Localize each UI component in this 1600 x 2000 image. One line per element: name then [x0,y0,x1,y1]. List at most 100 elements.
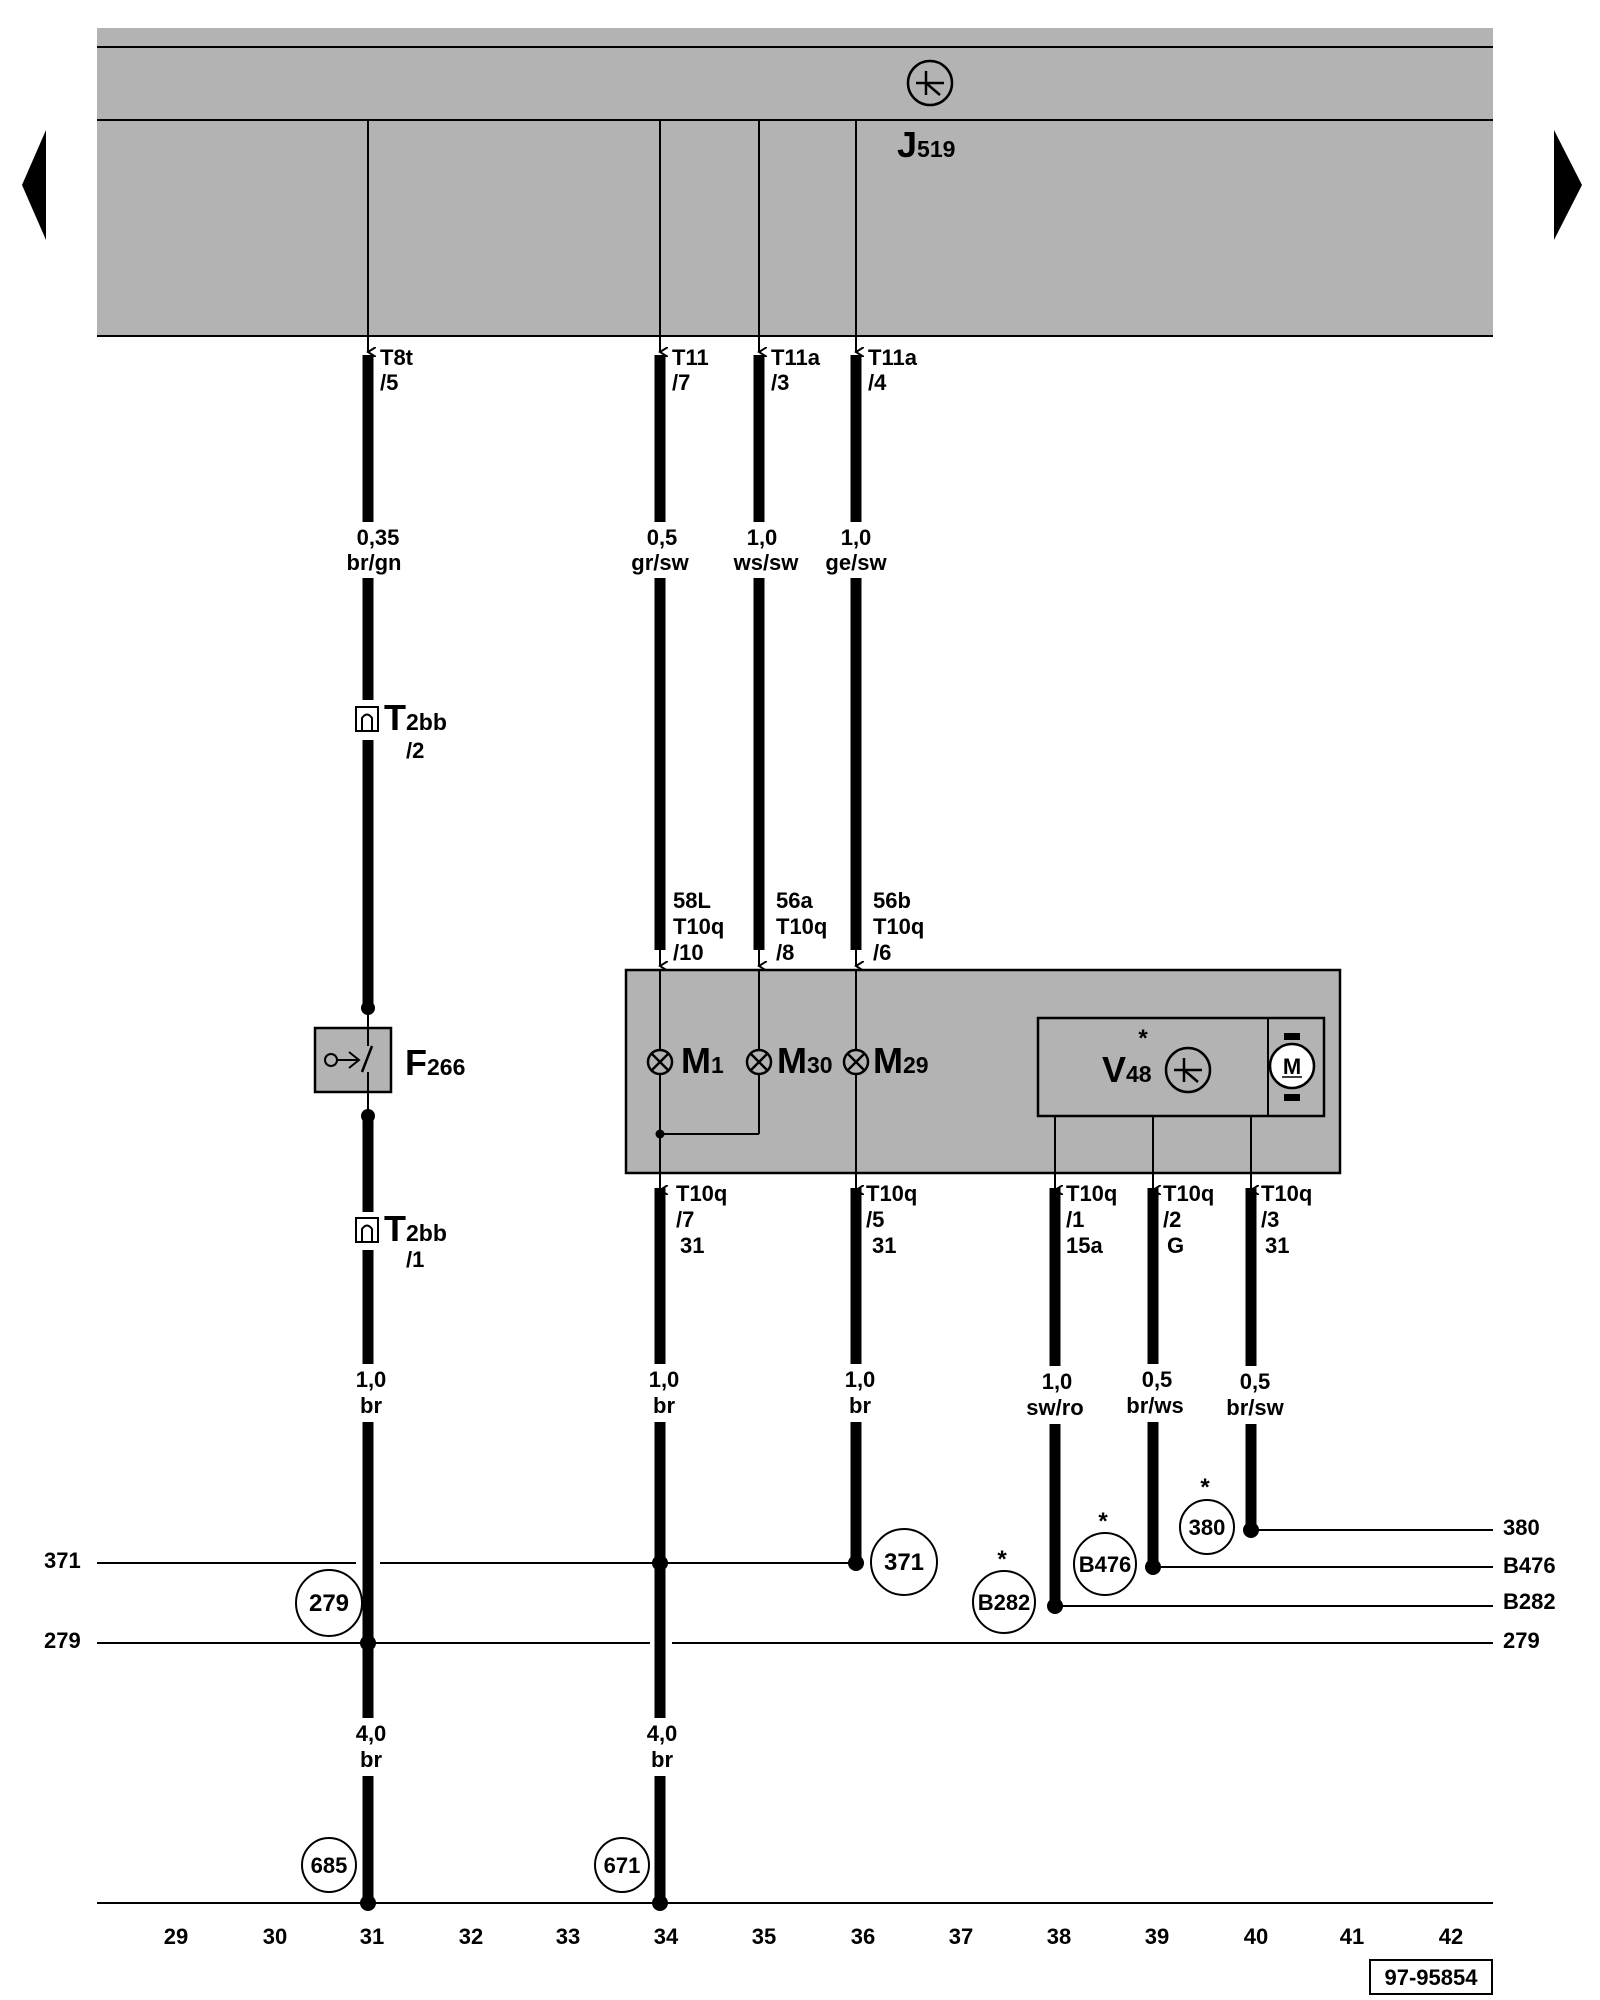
motor-icon: M [1268,1033,1316,1101]
ref-b282-right: B282 [1503,1589,1556,1614]
svg-text:32: 32 [459,1924,483,1949]
svg-text:30: 30 [263,1924,287,1949]
pin-label: T10q [673,914,724,939]
bottom-scale: 29 30 31 32 33 34 35 36 37 38 39 40 41 4… [164,1924,1463,1949]
wire-size: 1,0 [845,1367,876,1392]
svg-text:42: 42 [1439,1924,1463,1949]
svg-text:279: 279 [309,1590,349,1617]
ref-279-right: 279 [1503,1628,1540,1653]
wire-size: 1,0 [747,525,778,550]
wire-color: ge/sw [825,550,887,575]
pin-label: T10q [776,914,827,939]
pin-label: T8t [380,345,414,370]
pin-label: T10q [873,914,924,939]
svg-text:371: 371 [884,1549,924,1576]
ref-371-left: 371 [44,1548,81,1573]
bulb-icon [842,1048,870,1076]
svg-text:/2: /2 [406,738,424,763]
pin-label: /1 [1066,1207,1084,1232]
ref-380-right: 380 [1503,1515,1540,1540]
wire-color: br/ws [1126,1393,1183,1418]
connector-t2bb-lower: T2bb /1 [355,1208,447,1272]
wire-color: br [651,1747,673,1772]
svg-text:40: 40 [1244,1924,1268,1949]
pin-label: T10q [1261,1181,1312,1206]
svg-text:97-95854: 97-95854 [1385,1965,1479,1990]
wire-size: 4,0 [647,1721,678,1746]
pin-label: T10q [1066,1181,1117,1206]
wire-size: 0,5 [1142,1367,1173,1392]
svg-text:*: * [997,1546,1007,1573]
svg-text:41: 41 [1340,1924,1364,1949]
bulb-icon [646,1048,674,1076]
wire-size: 4,0 [356,1721,387,1746]
wire-color: sw/ro [1026,1395,1083,1420]
pin-label: /8 [776,940,794,965]
wire-size: 1,0 [649,1367,680,1392]
pin-label: 15a [1066,1233,1103,1258]
wire-color: gr/sw [631,550,689,575]
pin-label: 31 [680,1233,704,1258]
svg-text:T2bb: T2bb [384,1208,447,1249]
wire-color: br [653,1393,675,1418]
ref-circle-b476: * B476 [1073,1508,1137,1596]
svg-text:29: 29 [164,1924,188,1949]
pin-label: 31 [1265,1233,1289,1258]
ref-circle-371: 371 [870,1528,938,1596]
lamp-housing: M1 M30 M29 * V48 [624,968,1342,1183]
pin-label: /7 [676,1207,694,1232]
document-id: 97-95854 [1369,1959,1493,1995]
pin-label: 56b [873,888,911,913]
m30-label: M30 [777,1040,833,1081]
pin-label: T11 [672,345,709,370]
j519-label: J519 [897,124,955,165]
ref-279-left: 279 [44,1628,81,1653]
wire-color: br/gn [347,550,402,575]
pin-label: 31 [872,1233,896,1258]
ref-circle-671: 671 [594,1837,650,1893]
triangle-left-icon[interactable] [22,130,46,240]
control-unit-j519: J519 [97,28,1493,337]
svg-text:/1: /1 [406,1247,424,1272]
svg-text:671: 671 [604,1853,641,1878]
wire-color: ws/sw [733,550,800,575]
pin-label: /5 [866,1207,884,1232]
motor-v48: * V48 M [1036,1016,1326,1183]
m1-label: M1 [681,1040,724,1081]
bulb-icon [745,1048,773,1076]
ref-circle-685: 685 [301,1837,357,1893]
pin-label: /10 [673,940,704,965]
electronic-module-icon [906,59,954,107]
ref-circle-b282: * B282 [972,1546,1036,1634]
wire-size: 1,0 [1042,1369,1073,1394]
wire-color: br/sw [1226,1395,1284,1420]
pin-label: /3 [1261,1207,1279,1232]
pin-label: 56a [776,888,813,913]
svg-text:38: 38 [1047,1924,1071,1949]
svg-text:36: 36 [851,1924,875,1949]
pin-label: T10q [866,1181,917,1206]
switch-f266: F266 [313,1026,465,1094]
svg-text:*: * [1138,1025,1148,1052]
electronic-module-icon [1164,1046,1212,1094]
svg-text:37: 37 [949,1924,973,1949]
svg-text:33: 33 [556,1924,580,1949]
svg-text:35: 35 [752,1924,776,1949]
svg-text:M: M [1283,1054,1301,1079]
pin-label: T11a [771,345,821,370]
pin-label: /6 [873,940,891,965]
wire-size: 1,0 [356,1367,387,1392]
pin-label: T10q [676,1181,727,1206]
svg-text:T2bb: T2bb [384,697,447,738]
wire-size: 1,0 [841,525,872,550]
pin-label: /7 [672,370,690,395]
svg-text:B476: B476 [1079,1552,1132,1577]
svg-text:34: 34 [654,1924,679,1949]
m29-label: M29 [873,1040,929,1081]
connector-t2bb-upper: T2bb /2 [355,697,447,763]
triangle-right-icon[interactable] [1554,130,1582,240]
pin-label: G [1167,1233,1184,1258]
svg-text:685: 685 [311,1853,348,1878]
pin-label: T11a [868,345,918,370]
svg-text:*: * [1098,1508,1108,1535]
